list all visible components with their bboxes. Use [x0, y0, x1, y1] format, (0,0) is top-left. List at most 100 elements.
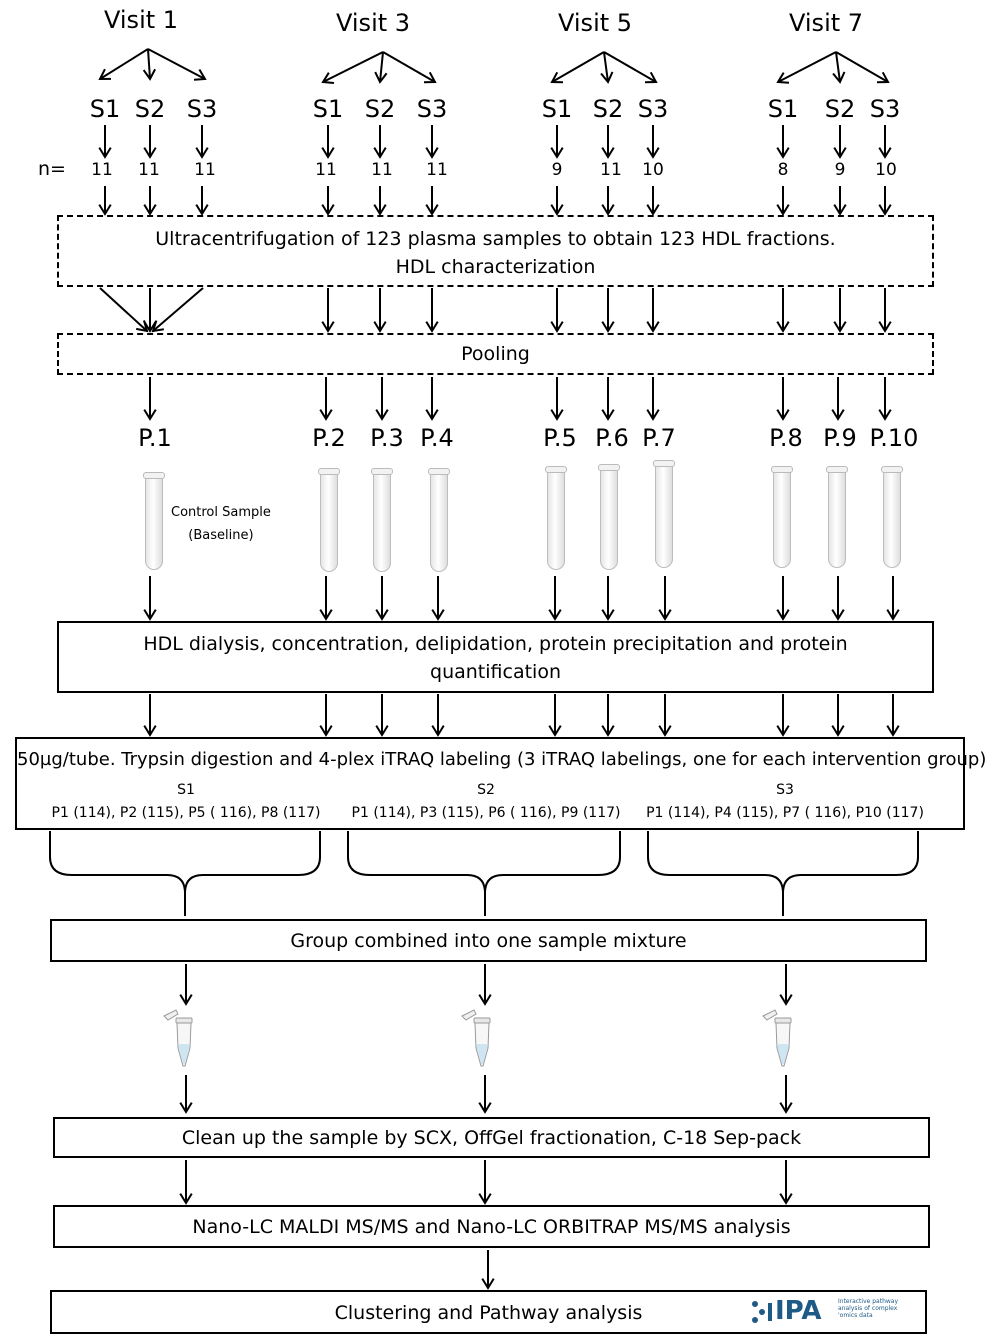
sample-count: 9	[551, 160, 563, 180]
flow-arrow	[833, 288, 847, 333]
eppendorf-tube-icon	[762, 1009, 792, 1067]
flow-arrow	[382, 51, 437, 84]
flow-arrow	[779, 1075, 793, 1114]
itraq-group-s2: S2 P1 (114), P3 (115), P6 ( 116), P9 (11…	[352, 779, 621, 825]
flow-arrow	[601, 377, 615, 421]
flow-arrow	[143, 377, 157, 421]
flow-arrow	[321, 186, 335, 216]
sample-count: 8	[777, 160, 789, 180]
group-combined-box: Group combined into one sample mixture	[50, 919, 927, 962]
itraq-title: 50µg/tube. Trypsin digestion and 4-plex …	[17, 749, 986, 770]
sample-count: 10	[642, 160, 664, 180]
group-combined-text: Group combined into one sample mixture	[290, 930, 687, 952]
flow-arrow	[646, 186, 660, 216]
pool-label: P.9	[823, 424, 857, 452]
flow-arrow	[835, 51, 890, 84]
subgroup-label: S3	[186, 95, 218, 123]
flow-arrow	[646, 288, 660, 333]
flow-arrow	[375, 694, 389, 737]
test-tube-icon	[318, 468, 340, 572]
baseline-line: (Baseline)	[188, 528, 254, 543]
flow-arrow	[319, 576, 333, 621]
test-tube-icon	[545, 466, 567, 570]
flow-arrow	[142, 48, 156, 81]
n-label: n=	[38, 158, 66, 180]
pool-label: P.1	[138, 424, 172, 452]
sample-count: 11	[315, 160, 337, 180]
flow-arrow	[98, 48, 149, 81]
flow-arrow	[779, 964, 793, 1006]
flow-arrow	[601, 186, 615, 216]
quantification-text: quantification	[430, 661, 561, 683]
flow-arrow	[601, 125, 615, 159]
flow-arrow	[833, 186, 847, 216]
group-name: S2	[477, 782, 495, 798]
flow-arrow	[550, 377, 564, 421]
ipa-logo-tagline: Interactive pathway analysis of complex …	[838, 1298, 899, 1319]
flow-arrow	[878, 377, 892, 421]
analysis-box: Nano-LC MALDI MS/MS and Nano-LC ORBITRAP…	[53, 1205, 930, 1248]
grouping-brace	[647, 831, 919, 894]
flow-arrow	[478, 964, 492, 1006]
flow-arrow	[550, 51, 605, 84]
test-tube-icon	[371, 468, 393, 572]
flow-arrow	[98, 186, 112, 216]
pool-label: P.2	[312, 424, 346, 452]
sample-count: 11	[138, 160, 160, 180]
flow-arrow	[143, 576, 157, 621]
flow-arrow	[425, 377, 439, 421]
flow-arrow	[776, 186, 790, 216]
clustering-text: Clustering and Pathway analysis	[334, 1302, 643, 1324]
hdl-dialysis-text: HDL dialysis, concentration, delipidatio…	[143, 633, 848, 655]
flow-arrow	[431, 576, 445, 621]
flow-arrow	[646, 377, 660, 421]
flow-arrow	[319, 694, 333, 737]
flow-arrow	[373, 288, 387, 333]
sample-count: 11	[426, 160, 448, 180]
subgroup-label: S3	[637, 95, 669, 123]
flow-arrow	[195, 125, 209, 159]
pool-label: P.7	[642, 424, 676, 452]
flow-arrow	[179, 1160, 193, 1205]
subgroup-label: S2	[364, 95, 396, 123]
flow-arrow	[776, 51, 837, 84]
hdl-characterization-text: HDL characterization	[395, 256, 596, 278]
flow-arrow	[147, 48, 207, 81]
flow-arrow	[151, 287, 204, 333]
test-tube-icon	[771, 466, 793, 568]
flow-arrow	[886, 576, 900, 621]
test-tube-icon	[653, 460, 675, 568]
flow-arrow	[425, 186, 439, 216]
flow-arrow	[374, 51, 388, 84]
group-name: S3	[776, 782, 794, 798]
flow-arrow	[321, 125, 335, 159]
flow-arrow	[658, 576, 672, 621]
test-tube-icon	[143, 472, 165, 570]
pool-label: P.10	[869, 424, 919, 452]
flow-arrow	[548, 576, 562, 621]
flow-arrow	[886, 694, 900, 737]
itraq-group-s1: S1 P1 (114), P2 (115), P5 ( 116), P8 (11…	[52, 779, 321, 825]
flow-arrow	[143, 125, 157, 159]
flow-arrow	[878, 125, 892, 159]
flow-arrow	[776, 125, 790, 159]
flow-arrow	[143, 288, 157, 333]
eppendorf-tube-icon	[461, 1009, 491, 1067]
flow-arrow	[373, 186, 387, 216]
flow-arrow	[425, 288, 439, 333]
flow-arrow	[98, 125, 112, 159]
sample-count: 11	[600, 160, 622, 180]
sample-count: 11	[371, 160, 393, 180]
group-name: S1	[177, 782, 195, 798]
subgroup-label: S3	[416, 95, 448, 123]
flow-arrow	[373, 125, 387, 159]
test-tube-icon	[826, 466, 848, 568]
group-samples: P1 (114), P4 (115), P7 ( 116), P10 (117)	[646, 805, 924, 821]
group-samples: P1 (114), P2 (115), P5 ( 116), P8 (117)	[51, 805, 321, 821]
flow-arrow	[878, 186, 892, 216]
ipa-logo-text: IPA	[775, 1296, 822, 1326]
pooling-text: Pooling	[461, 343, 530, 365]
subgroup-label: S1	[541, 95, 573, 123]
flow-arrow	[831, 576, 845, 621]
ipa-logo: IPA Interactive pathway analysis of comp…	[751, 1296, 921, 1328]
